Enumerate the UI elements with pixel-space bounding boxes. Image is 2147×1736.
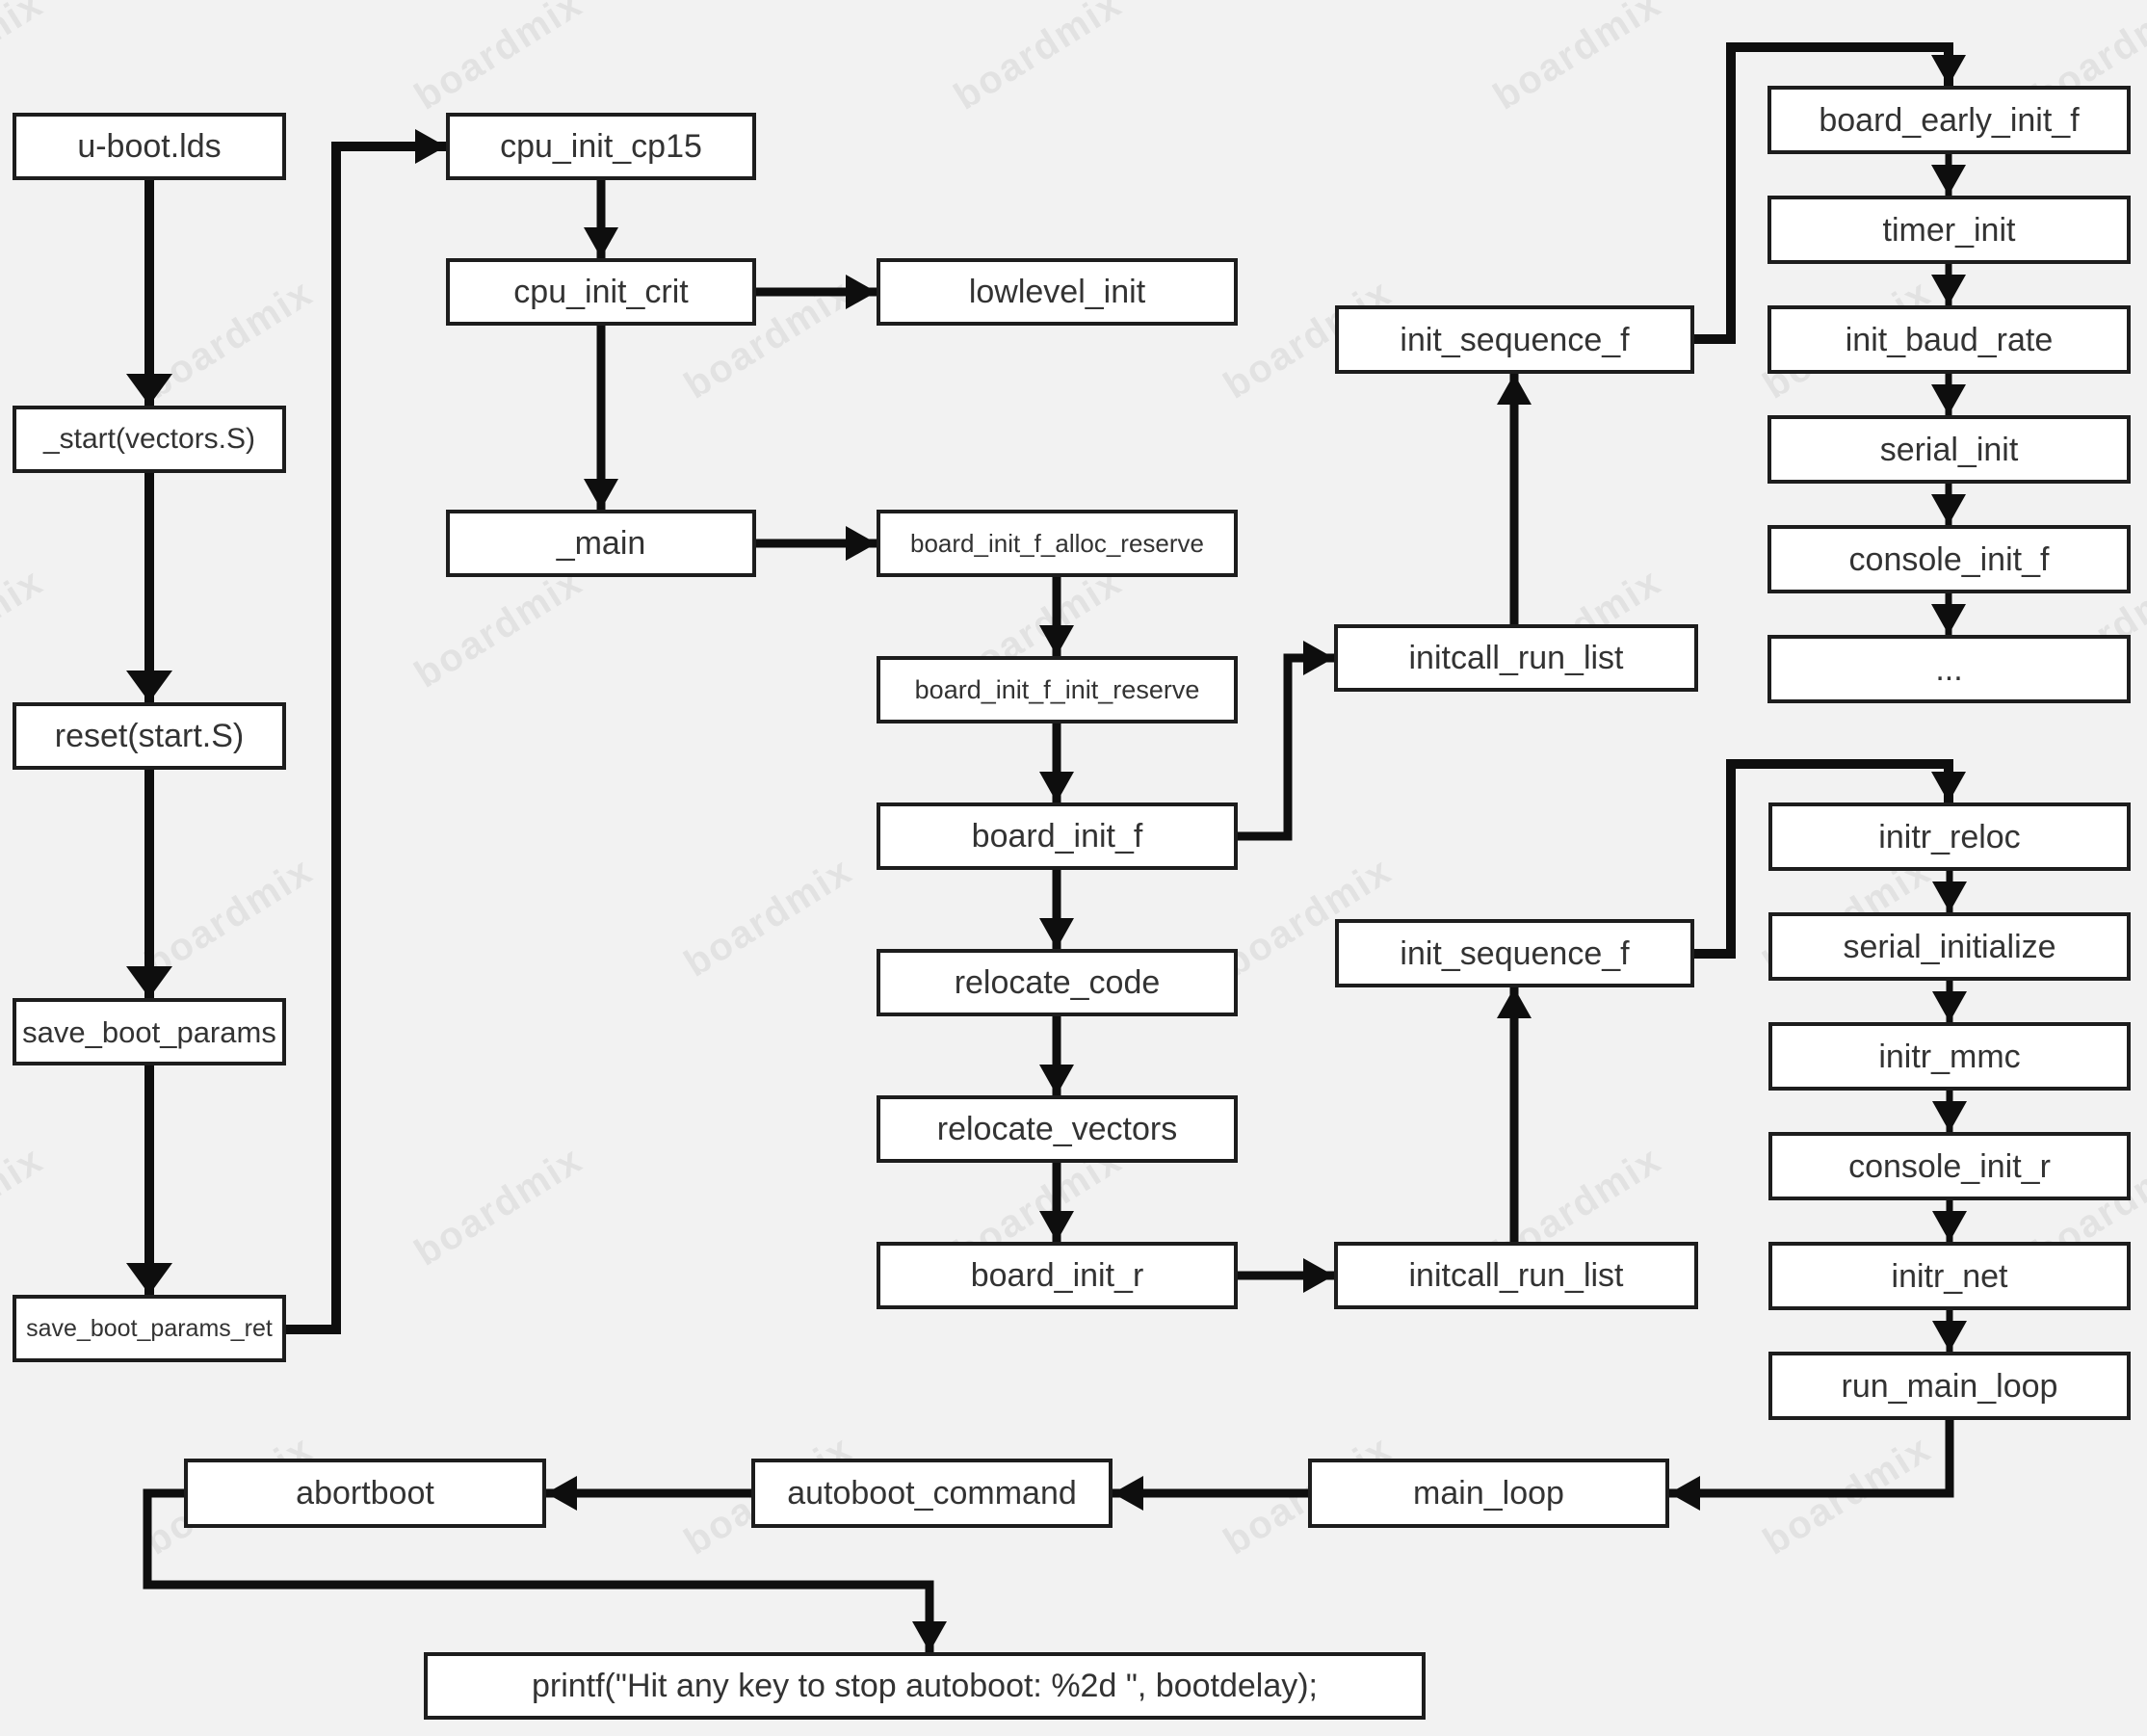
node-timer-init[interactable]: timer_init <box>1767 196 2131 264</box>
node-label: serial_init <box>1879 431 2019 468</box>
node-initr-mmc[interactable]: initr_mmc <box>1768 1022 2131 1091</box>
node-save-boot-params-ret[interactable]: save_boot_params_ret <box>13 1295 286 1362</box>
node-start-vectors-s[interactable]: _start(vectors.S) <box>13 406 286 473</box>
node-console-init-f[interactable]: console_init_f <box>1767 525 2131 593</box>
node-label: console_init_r <box>1848 1147 2051 1185</box>
node-board-early-init-f[interactable]: board_early_init_f <box>1767 86 2131 154</box>
node-label: init_sequence_f <box>1400 321 1630 358</box>
node-label: lowlevel_init <box>968 274 1146 310</box>
node-label: run_main_loop <box>1841 1367 2058 1405</box>
node-label: u-boot.lds <box>77 128 222 165</box>
node-label: cpu_init_crit <box>513 274 689 310</box>
node-label: timer_init <box>1882 211 2016 249</box>
node-lowlevel-init[interactable]: lowlevel_init <box>877 258 1238 326</box>
node-run-main-loop[interactable]: run_main_loop <box>1768 1352 2131 1420</box>
node-label: _main <box>556 525 646 562</box>
node-initr-net[interactable]: initr_net <box>1768 1242 2131 1310</box>
edge-initseq-to-board-early <box>1694 42 1966 344</box>
node-console-init-r[interactable]: console_init_r <box>1768 1132 2131 1200</box>
edge-binitf-to-initcall-top <box>1238 641 1334 841</box>
node-abortboot[interactable]: abortboot <box>184 1459 546 1528</box>
node-main[interactable]: _main <box>446 510 756 577</box>
node-initcall-run-list-top[interactable]: initcall_run_list <box>1334 624 1698 692</box>
node-ellipsis[interactable]: ... <box>1767 635 2131 703</box>
node-save-boot-params[interactable]: save_boot_params <box>13 998 286 1065</box>
node-relocate-code[interactable]: relocate_code <box>877 949 1238 1016</box>
edge-initseq-bot-to-initr-reloc <box>1694 759 1966 959</box>
node-label: main_loop <box>1413 1475 1564 1512</box>
edge-abortboot-to-printf <box>143 1488 947 1652</box>
edge-ret-to-cpu-init-cp15 <box>286 129 446 1334</box>
node-label: save_boot_params_ret <box>26 1314 273 1342</box>
node-label: reset(start.S) <box>54 718 245 754</box>
node-label: board_early_init_f <box>1819 101 2080 139</box>
node-label: relocate_vectors <box>936 1111 1178 1147</box>
node-cpu-init-crit[interactable]: cpu_init_crit <box>446 258 756 326</box>
node-label: initcall_run_list <box>1408 640 1624 676</box>
node-board-init-f[interactable]: board_init_f <box>877 802 1238 870</box>
node-label: board_init_r <box>970 1257 1144 1294</box>
node-label: initr_mmc <box>1878 1038 2021 1075</box>
node-autoboot-command[interactable]: autoboot_command <box>751 1459 1113 1528</box>
node-serial-initialize[interactable]: serial_initialize <box>1768 912 2131 981</box>
node-label: initcall_run_list <box>1408 1257 1624 1294</box>
node-label: board_init_f_init_reserve <box>914 674 1200 704</box>
node-label: ... <box>1935 650 1963 688</box>
node-label: printf("Hit any key to stop autoboot: %2… <box>531 1668 1319 1704</box>
node-label: save_boot_params <box>22 1014 276 1049</box>
node-relocate-vectors[interactable]: relocate_vectors <box>877 1095 1238 1163</box>
node-initr-reloc[interactable]: initr_reloc <box>1768 802 2131 871</box>
node-initcall-run-list-bottom[interactable]: initcall_run_list <box>1334 1242 1698 1309</box>
node-label: initr_net <box>1891 1257 2008 1295</box>
node-label: _start(vectors.S) <box>42 423 256 455</box>
node-label: relocate_code <box>954 964 1161 1001</box>
edge-run-main-to-main-loop <box>1669 1420 1954 1511</box>
node-label: board_init_f <box>971 818 1143 855</box>
node-init-baud-rate[interactable]: init_baud_rate <box>1767 305 2131 374</box>
node-init-sequence-f-bottom[interactable]: init_sequence_f <box>1335 919 1694 987</box>
node-main-loop[interactable]: main_loop <box>1308 1459 1669 1528</box>
node-cpu-init-cp15[interactable]: cpu_init_cp15 <box>446 113 756 180</box>
node-label: init_sequence_f <box>1400 934 1630 972</box>
node-label: board_init_f_alloc_reserve <box>910 529 1204 558</box>
node-label: console_init_f <box>1848 540 2050 578</box>
node-label: abortboot <box>296 1475 434 1512</box>
node-label: cpu_init_cp15 <box>500 128 702 165</box>
node-label: autoboot_command <box>787 1475 1077 1512</box>
node-serial-init[interactable]: serial_init <box>1767 415 2131 484</box>
node-u-boot-lds[interactable]: u-boot.lds <box>13 113 286 180</box>
node-printf-hit-any-key[interactable]: printf("Hit any key to stop autoboot: %2… <box>424 1652 1426 1720</box>
node-label: init_baud_rate <box>1845 321 2054 358</box>
node-init-sequence-f-top[interactable]: init_sequence_f <box>1335 305 1694 374</box>
node-board-init-r[interactable]: board_init_r <box>877 1242 1238 1309</box>
node-board-init-f-alloc-reserve[interactable]: board_init_f_alloc_reserve <box>877 510 1238 577</box>
node-board-init-f-init-reserve[interactable]: board_init_f_init_reserve <box>877 656 1238 723</box>
node-label: serial_initialize <box>1843 928 2056 965</box>
node-reset-start-s[interactable]: reset(start.S) <box>13 702 286 770</box>
node-label: initr_reloc <box>1878 818 2021 855</box>
